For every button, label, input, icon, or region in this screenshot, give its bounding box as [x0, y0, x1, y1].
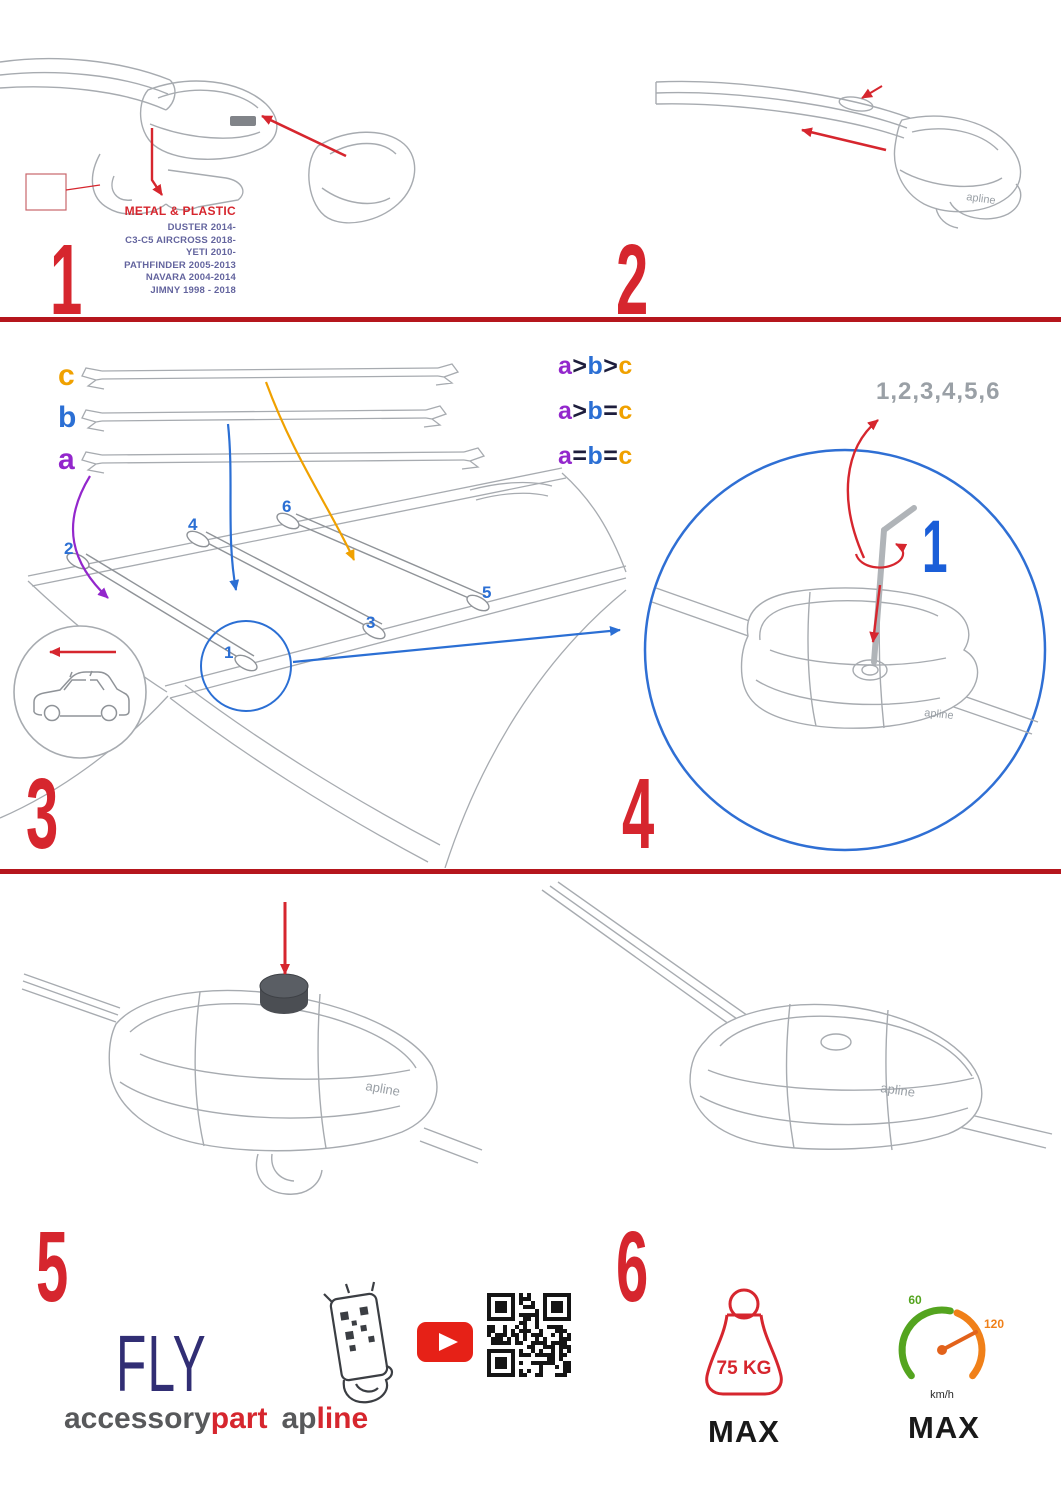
model-line: PATHFINDER 2005-2013: [124, 259, 236, 271]
speed-max-label: MAX: [908, 1410, 980, 1445]
cmp-op: =: [572, 442, 588, 470]
youtube-icon: [417, 1322, 473, 1362]
foot-wireframe: [0, 57, 416, 224]
step6-installed-foot-diagram: apline: [541, 881, 1053, 1151]
step5-number: 5: [36, 1211, 68, 1323]
material-label: METAL & PLASTIC: [124, 204, 236, 218]
focus-circle: [200, 620, 292, 712]
step1-foot-exploded-diagram: [0, 57, 416, 224]
roof-position-6: 6: [282, 497, 291, 516]
detail-pointer-arrow: [292, 625, 621, 664]
model-line: NAVARA 2004-2014: [145, 272, 236, 284]
roof-wireframe: [0, 467, 627, 868]
mounted-crossbars: [66, 512, 490, 672]
foot-cap-wireframe: [21, 973, 483, 1195]
roof-position-3: 3: [366, 613, 375, 632]
cmp-a: a: [558, 397, 573, 425]
weight-max-label: MAX: [708, 1414, 780, 1449]
comparison-row-2: a>b=c: [558, 397, 633, 442]
step1-compatibility-block: METAL & PLASTIC DUSTER 2014- C3-C5 AIRCR…: [58, 204, 236, 298]
tightening-sequence-label: 1,2,3,4,5,6: [876, 378, 1001, 405]
bar-label-c: c: [58, 359, 75, 392]
roof-position-5: 5: [482, 583, 491, 602]
foot-detail-wireframe: [651, 585, 1039, 735]
logo-patch: [230, 116, 256, 126]
model-line: C3-C5 AIRCROSS 2018-: [125, 234, 236, 246]
step4-annotation-arrows: [846, 419, 908, 643]
crossbars-abc: [81, 363, 486, 474]
step2-annotation-arrows: [801, 85, 887, 152]
step1-number: 1: [50, 224, 82, 336]
phone-scan-icon: [323, 1281, 394, 1404]
cmp-b: b: [587, 397, 604, 425]
cmp-op: >: [572, 352, 588, 380]
bar-label-b: b: [58, 401, 76, 434]
zoom-circle: [643, 448, 1047, 852]
model-line: DUSTER 2014-: [167, 222, 236, 233]
speed-unit-label: km/h: [930, 1389, 954, 1401]
section-divider: [0, 869, 1061, 874]
sequence-first-number: 1: [922, 505, 948, 588]
section-divider: [0, 317, 1061, 322]
cmp-c: c: [618, 442, 633, 470]
comparison-row-1: a>b>c: [558, 352, 633, 397]
cmp-op: >: [572, 397, 588, 425]
crossbar-wireframe: [655, 80, 1022, 229]
weight-limit-icon: 75 KG: [705, 1288, 783, 1396]
wordmark-ap: ap: [281, 1402, 317, 1435]
wordmark-part: part: [210, 1402, 268, 1435]
wordmark-line: line: [316, 1402, 369, 1435]
model-line: JIMNY 1998 - 2018: [150, 284, 236, 296]
part-logo-text: apline: [966, 191, 997, 207]
speedometer-icon: 60 120 km/h: [898, 1293, 1004, 1401]
step4-tightening-detail-diagram: apline: [643, 419, 1047, 852]
cmp-c: c: [618, 397, 633, 425]
product-name: FLY: [116, 1319, 208, 1408]
step3-number: 3: [26, 758, 58, 870]
cmp-op: =: [603, 442, 619, 470]
step4-number: 4: [622, 758, 654, 870]
speed-120-label: 120: [984, 1317, 1004, 1331]
step1-annotation-arrows: [25, 114, 347, 211]
installed-foot-wireframe: [541, 881, 1053, 1151]
step2-number: 2: [616, 224, 648, 336]
bar-label-a: a: [58, 443, 75, 476]
leader-c: [264, 381, 355, 561]
cmp-a: a: [558, 442, 573, 470]
roof-position-4: 4: [188, 515, 198, 534]
step5-cap-diagram: apline: [21, 902, 483, 1195]
qr-code: [487, 1293, 571, 1377]
comparison-row-3: a=b=c: [558, 442, 633, 487]
cmp-c: c: [618, 352, 633, 380]
wordmark-accessory: accessory: [64, 1402, 211, 1435]
car-direction-inset: [13, 625, 147, 759]
weight-value: 75 KG: [717, 1358, 772, 1379]
roof-position-1: 1: [224, 643, 233, 662]
leader-b: [226, 423, 240, 591]
part-logo-text: apline: [880, 1080, 916, 1100]
cmp-a: a: [558, 352, 573, 380]
size-comparison-legend: a>b>c a>b=c a=b=c: [558, 352, 633, 487]
cmp-b: b: [587, 442, 604, 470]
model-line: YETI 2010-: [185, 247, 236, 259]
cap-knob: [259, 973, 309, 1014]
cmp-op: =: [603, 397, 619, 425]
step6-number: 6: [616, 1211, 648, 1323]
step2-crossbar-diagram: apline: [655, 80, 1022, 229]
cmp-b: b: [587, 352, 604, 380]
leader-a: [71, 475, 109, 599]
roof-position-2: 2: [64, 539, 73, 558]
cmp-op: >: [603, 352, 619, 380]
part-logo-text: apline: [924, 707, 954, 722]
step3-roof-layout-diagram: c b a: [0, 359, 627, 868]
roof-position-numbers: 2 4 6 1 3 5: [64, 497, 491, 662]
speed-60-label: 60: [908, 1293, 922, 1307]
part-logo-text: apline: [364, 1078, 401, 1099]
